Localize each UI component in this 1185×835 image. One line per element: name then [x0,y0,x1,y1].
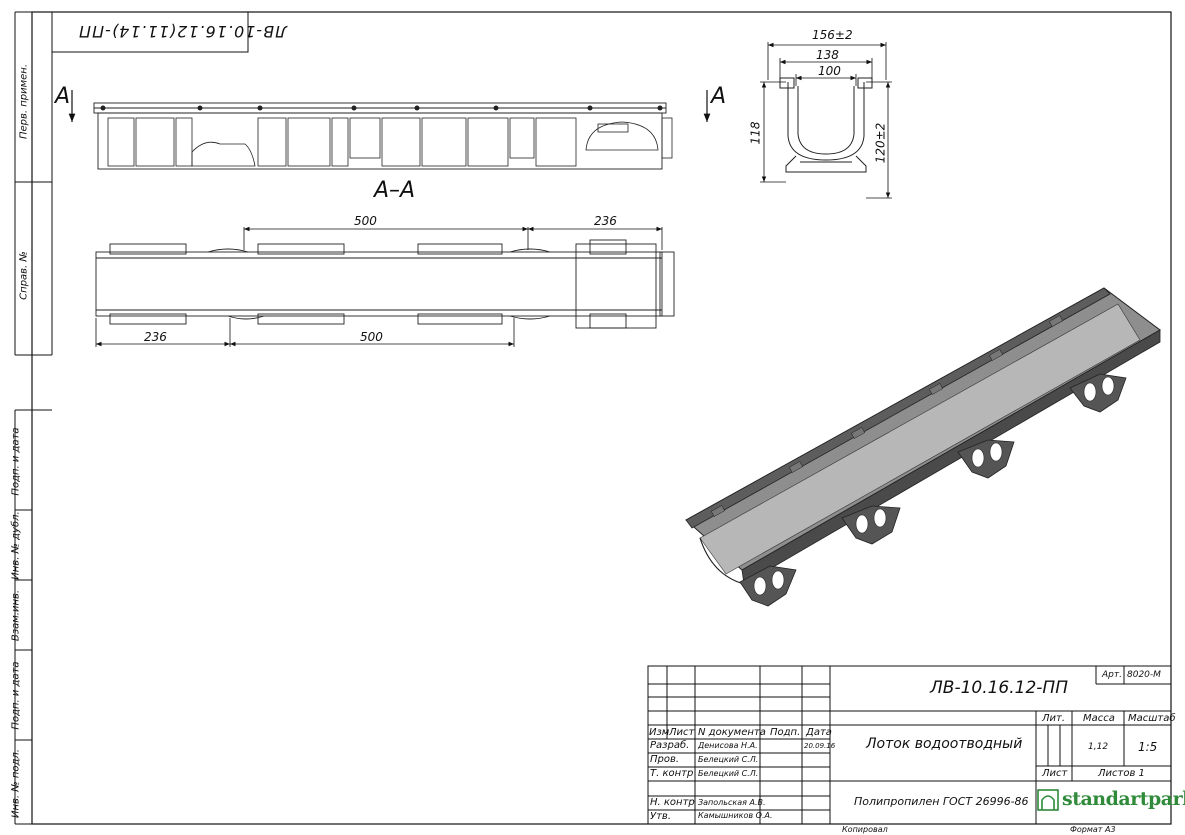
row-name: Белецкий С.Л. [698,755,759,764]
side-label-podp2: Подп. и дата [10,661,22,730]
standartpark-logo-icon [1037,789,1059,811]
side-label-perv: Перв. примен. [18,63,30,140]
plan-view [95,239,675,329]
dim-top-500: 500 [354,214,377,228]
section-marker-left: А [55,84,71,109]
art-label: Арт. [1102,670,1122,680]
side-label-vzam: Взам.инв. [10,589,22,642]
section-marker-right: А [711,84,727,109]
row-role: Т. контр [650,768,694,779]
material: Полипропилен ГОСТ 26996-86 [854,795,1029,808]
art-value: 8020-М [1127,670,1161,680]
dim-height-118: 118 [748,121,763,145]
row-name: Белецкий С.Л. [698,769,759,778]
product-name: Лоток водоотводный [866,736,1023,752]
row-name: Денисова Н.А. [698,741,758,750]
left-strip [14,11,53,825]
side-label-podp1: Подп. и дата [10,427,22,496]
dim-width-156: 156±2 [812,28,853,42]
dim-height-120: 120±2 [873,122,888,164]
side-label-inv: Инв. № подл. [10,749,22,818]
row-role: Утв. [650,811,671,822]
footer-format: Формат А3 [1070,825,1116,834]
col-podp: Подп. [770,727,801,738]
row-role: Н. контр [650,797,695,808]
rotated-designation: ЛВ-10.16.12(11.14)-ПП [78,22,288,41]
dim-top-236: 236 [594,214,617,228]
col-izm: Изм [649,727,670,738]
col-list: Лист [669,727,695,738]
mass-value: 1,12 [1088,742,1109,752]
col-doc: N документа [698,727,766,738]
mass-label: Масса [1083,713,1115,724]
designation: ЛВ-10.16.12-ПП [930,678,1068,698]
row-name: Камышников О.А. [698,811,773,820]
lit-label: Лит. [1042,713,1066,724]
footer-copied: Копировал [842,825,888,834]
title-block-lines [647,665,1172,825]
row-role: Разраб. [650,740,690,751]
col-date: Дата [806,727,832,738]
section-title: А–А [374,178,416,203]
dim-width-100: 100 [818,64,841,78]
side-label-sprav: Справ. № [18,251,30,300]
row-name: Запольская А.В. [698,798,766,807]
company-logo-text: standartpark [1062,788,1185,810]
sheets-label: Листов 1 [1098,768,1145,779]
sheet-frame [31,11,1172,825]
scale-value: 1:5 [1138,740,1158,754]
row-role: Пров. [650,754,680,765]
front-elevation [93,102,673,170]
dim-bottom-500: 500 [360,330,383,344]
rotated-code-box [51,11,249,53]
isometric-view [685,287,1161,607]
sheet-label: Лист [1042,768,1068,779]
dim-width-138: 138 [816,48,839,62]
row-date: 20.09.16 [804,742,836,750]
cross-section [779,77,873,173]
dim-bottom-236: 236 [144,330,167,344]
scale-label: Масштаб [1128,713,1176,724]
